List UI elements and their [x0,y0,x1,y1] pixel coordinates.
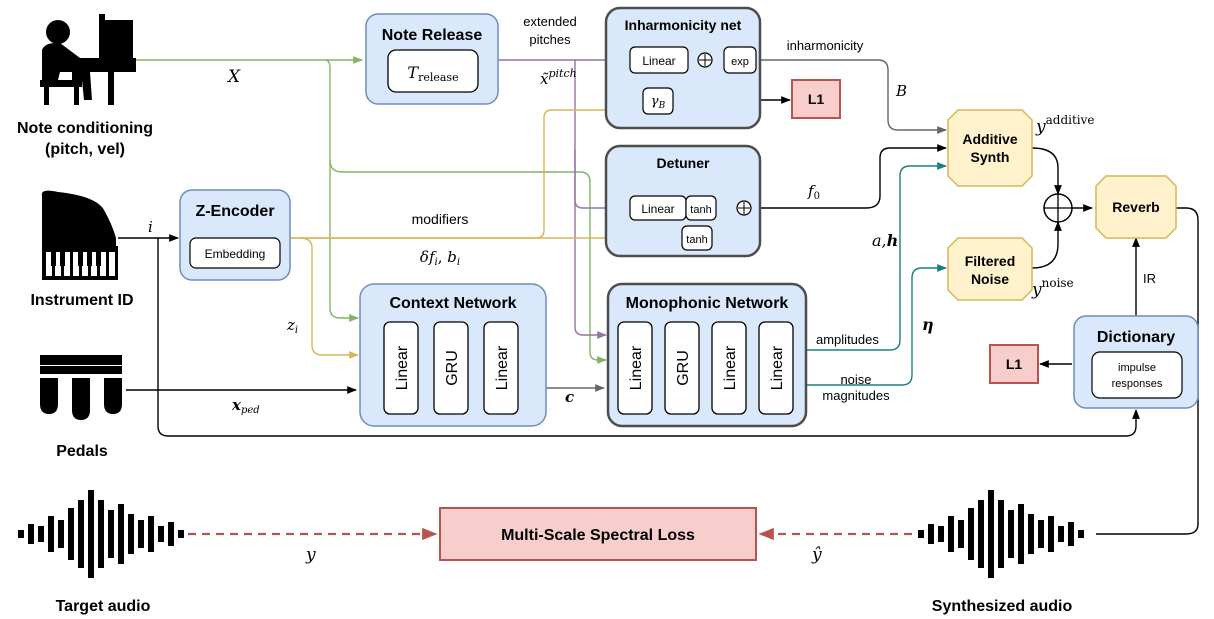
extended-pitches-label-2: pitches [529,32,571,47]
arrow-x-to-monophonic [329,159,607,364]
z-encoder-block: Z-Encoder Embedding [179,189,291,281]
x-pitch-label: x̃pitch [540,67,577,88]
delta-f-b-label: δfi, bi [420,248,460,268]
context-layer-1: Linear [394,345,411,390]
inharmonicity-label: inharmonicity [787,38,864,53]
filtered-noise-title-1: Filtered [965,253,1016,269]
z-i-label: zi [286,316,298,336]
z-encoder-title: Z-Encoder [195,203,274,220]
f0-label: f0 [807,182,820,202]
context-layer-3: Linear [494,345,511,390]
reverb-title: Reverb [1112,199,1159,215]
mono-layer-1: Linear [628,345,645,390]
y-hat-label: ŷ [811,545,822,565]
pedals-icon [40,355,122,420]
monophonic-network-block: Monophonic Network Linear GRU Linear Lin… [606,282,808,428]
monophonic-network-title: Monophonic Network [626,295,789,312]
arrow-additive-to-sum [1031,147,1062,195]
context-network-block: Context Network Linear GRU Linear [359,283,547,427]
grand-piano-icon [41,190,118,280]
detuner-tanh-layer-2: tanh [686,234,707,246]
dictionary-block: Dictionary impulse responses [1073,315,1199,409]
impulse-responses-line-1: impulse [1118,362,1156,374]
loss-title: Multi-Scale Spectral Loss [501,527,695,544]
arrow-amplitudes-to-additive [806,162,947,351]
arrow-pitch-to-monophonic [574,150,607,339]
mono-layer-4: Linear [769,345,786,390]
inharmonicity-net-title: Inharmonicity net [625,17,742,33]
mono-layer-2: GRU [675,350,692,386]
additive-synth-title-1: Additive [962,131,1017,147]
context-layer-2: GRU [444,350,461,386]
y-noise-label: ynoise [1031,276,1074,300]
sum-node [1043,193,1073,223]
inharmonicity-net-block: Inharmonicity net Linear exp γB [604,6,762,130]
noise-magnitudes-label-1: noise [840,372,871,387]
arrow-z-to-context [299,237,359,359]
arrow-id-to-dictionary [157,238,1140,437]
pianist-icon [40,14,136,105]
x-ped-label: xped [231,396,260,416]
pedals-label: Pedals [56,443,108,460]
reverb-block: Reverb [1095,175,1177,239]
note-conditioning-label-2: (pitch, vel) [45,141,125,158]
labels: Note conditioning (pitch, vel) Instrumen… [17,14,1156,615]
note-conditioning-label-1: Note conditioning [17,120,153,137]
l1-right-block: L1 [989,344,1039,384]
noise-magnitudes-label-2: magnitudes [822,388,890,403]
a-h-label: a,h [872,231,898,250]
embedding-layer: Embedding [205,247,266,261]
additive-synth-title-2: Synth [971,149,1010,165]
extended-pitches-label-1: extended [523,14,577,29]
detuner-block: Detuner Linear tanh tanh [604,144,762,258]
dictionary-title: Dictionary [1097,329,1175,346]
ir-label: IR [1143,271,1156,286]
t-release-label: Trelease [407,63,458,84]
detuner-title: Detuner [657,155,710,171]
eta-label: η [922,315,934,334]
filtered-noise-block: Filtered Noise [947,237,1033,301]
target-audio-label: Target audio [56,598,151,615]
detuner-tanh-layer-1: tanh [690,204,711,216]
loss-block: Multi-Scale Spectral Loss [439,507,757,561]
l1-right-label: L1 [1006,356,1023,372]
synthesized-audio-label: Synthesized audio [932,598,1073,615]
arrow-f0-to-additive [751,144,947,209]
inharm-exp-layer: exp [731,56,749,68]
x-label: X [226,67,241,87]
additive-synth-block: Additive Synth [947,109,1033,187]
instrument-id-label: Instrument ID [30,292,133,309]
gamma-b-param: γB [651,94,666,111]
b-label: B [895,82,907,100]
context-network-title: Context Network [389,295,516,312]
modifiers-label: modifiers [412,211,469,227]
arrow-x-to-context [324,59,359,322]
c-label: c [565,388,574,406]
y-label: y [305,545,316,565]
mono-layer-3: Linear [722,345,739,390]
arrow-noise-to-sum [1031,221,1062,269]
note-release-block: Note Release Trelease [365,13,499,105]
arrow-noise-to-filter [806,264,947,386]
filtered-noise-title-2: Noise [971,271,1009,287]
i-label: i [148,218,153,236]
amplitudes-label: amplitudes [816,332,879,347]
arrow-b-to-additive [756,59,947,134]
l1-top-label: L1 [808,91,825,107]
y-additive-label: yadditive [1035,113,1095,137]
detuner-linear-layer: Linear [641,202,674,216]
l1-top-block: L1 [791,79,841,119]
target-waveform-icon [18,490,184,578]
note-release-title: Note Release [382,27,483,44]
inharm-linear-layer: Linear [642,54,675,68]
synthesized-waveform-icon [918,490,1084,578]
impulse-responses-line-2: responses [1112,378,1163,390]
